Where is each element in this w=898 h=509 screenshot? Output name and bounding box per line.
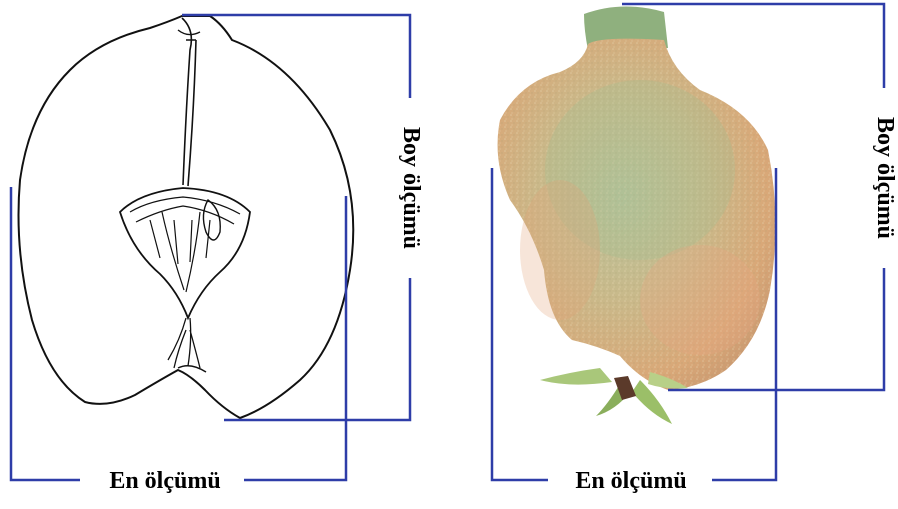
fruit-outline bbox=[19, 16, 354, 418]
quince-section-drawing bbox=[19, 16, 354, 418]
left-height-bracket bbox=[182, 15, 410, 98]
left-width-bracket bbox=[11, 187, 80, 480]
calyx-lines bbox=[168, 318, 200, 368]
right-width-label: En ölçümü bbox=[556, 466, 706, 496]
left-height-label: Boy ölçümü bbox=[396, 125, 426, 251]
right-height-label: Boy ölçümü bbox=[870, 115, 898, 241]
left-measure-lines bbox=[11, 15, 410, 480]
stem-channel bbox=[182, 18, 196, 186]
quince-fruit-photo bbox=[498, 6, 776, 424]
left-width-label: En ölçümü bbox=[90, 466, 240, 496]
